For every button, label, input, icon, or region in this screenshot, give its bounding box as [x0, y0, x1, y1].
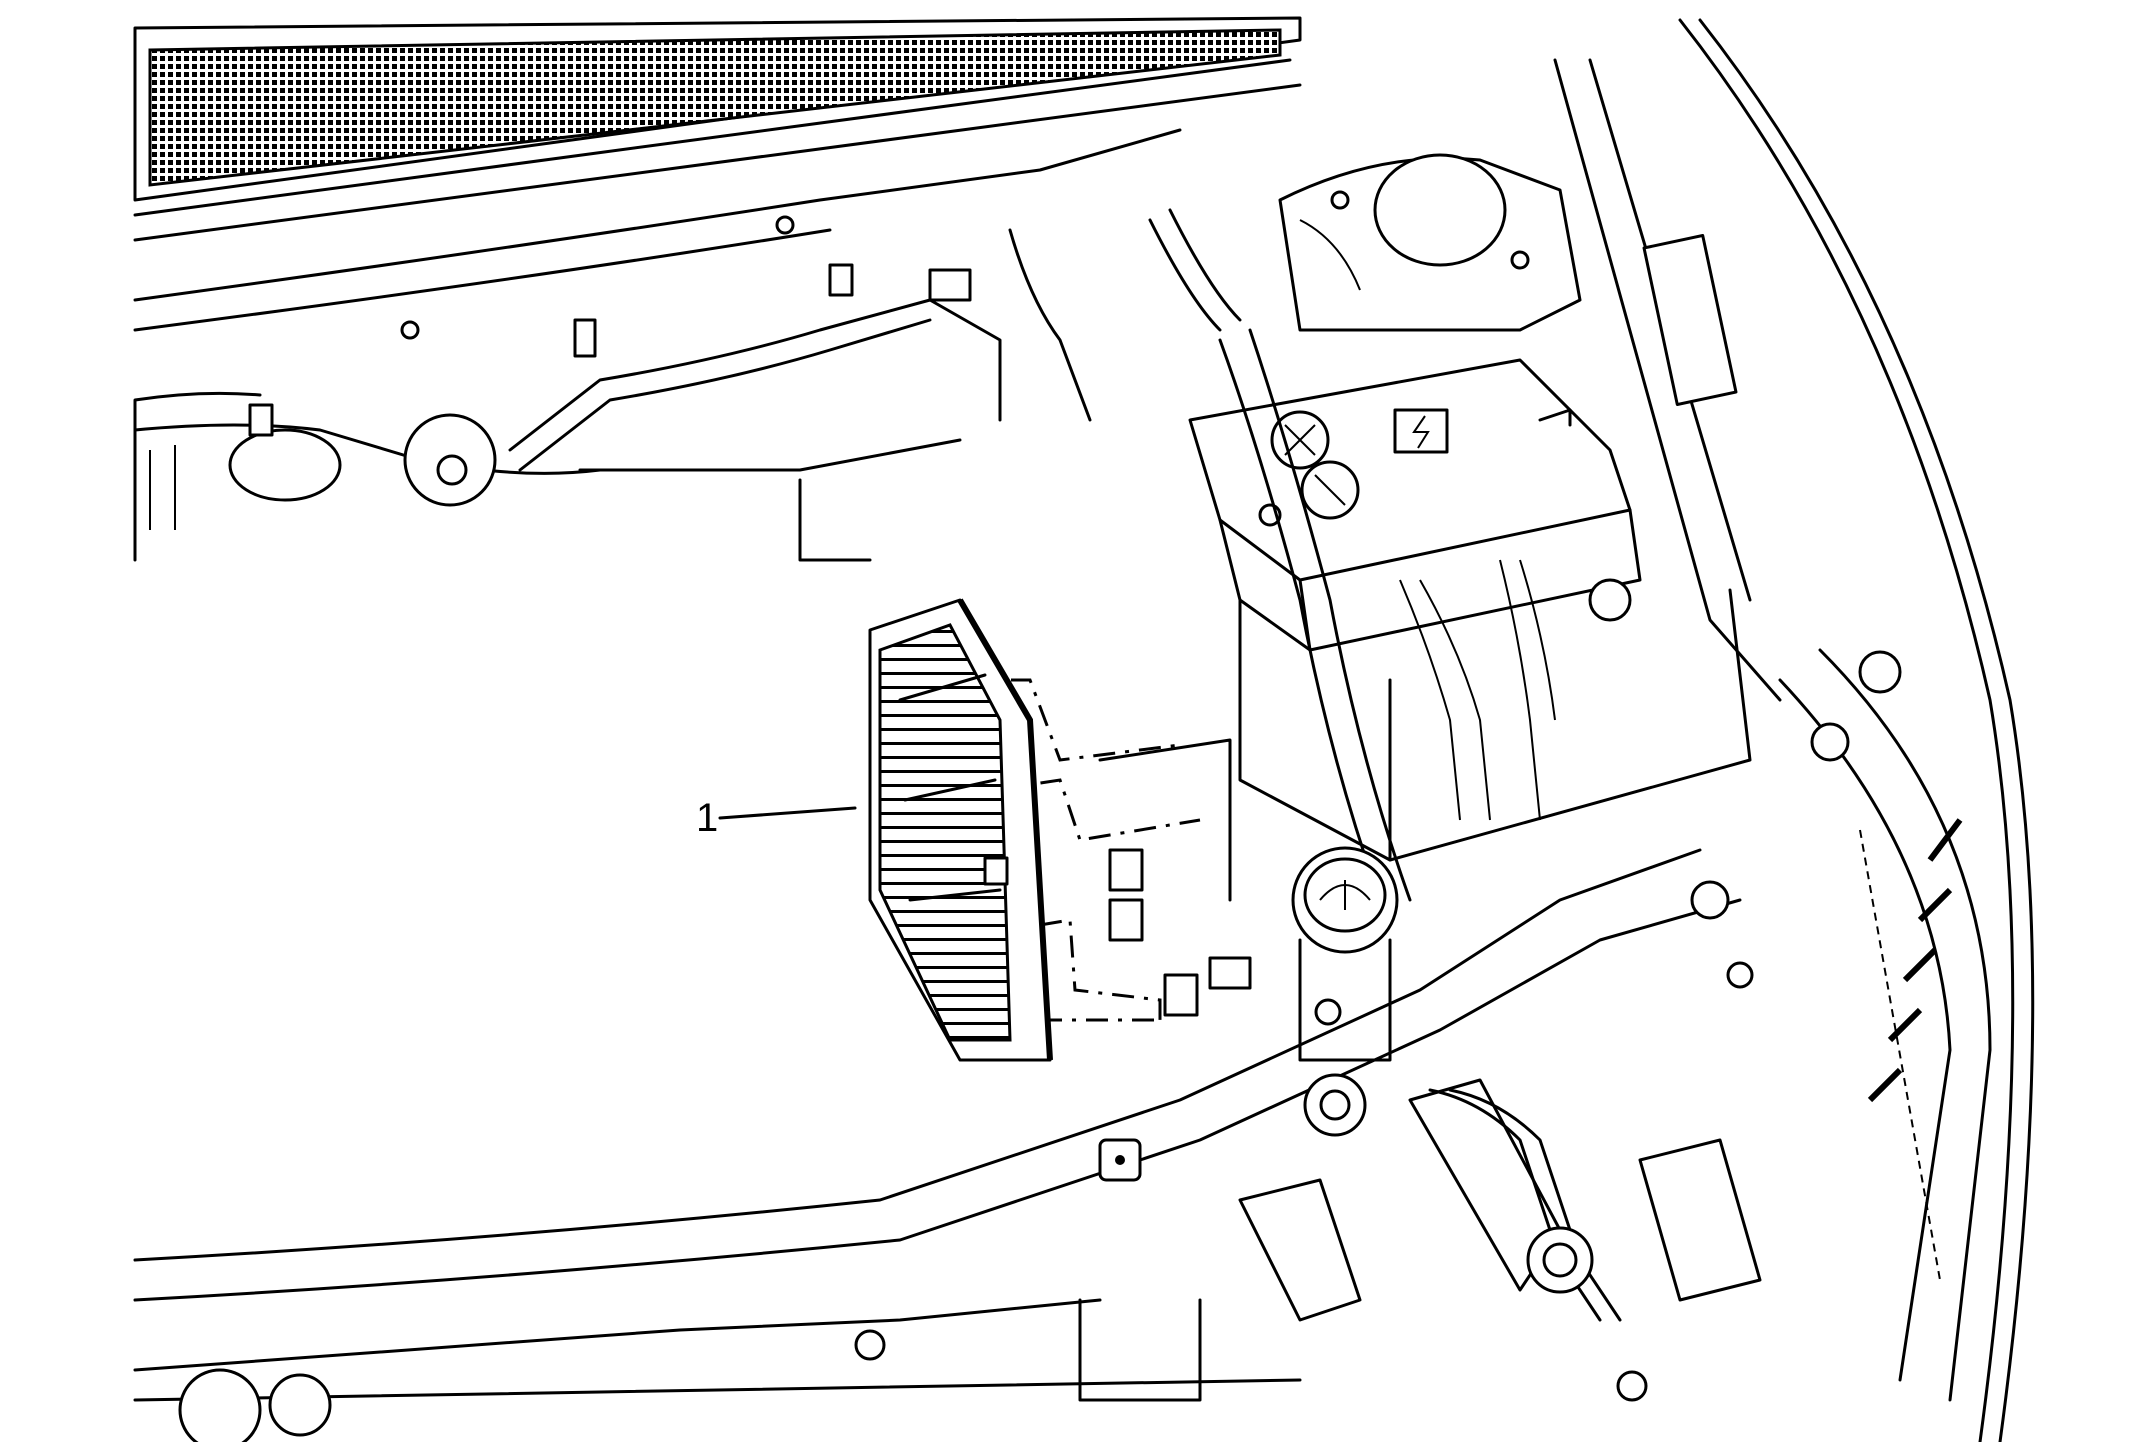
- wiring-harness: [248, 208, 1242, 562]
- radiator-support: [133, 848, 1762, 1447]
- harness-connector: [928, 268, 972, 302]
- ecm-position-lines: [965, 678, 1252, 1022]
- strut-mount-left: [228, 428, 342, 502]
- fuse-block: [1188, 358, 1752, 862]
- cowl-panel: [133, 128, 1182, 562]
- cowl-grille: [133, 16, 1302, 242]
- strut-tower-right: [1278, 153, 1582, 332]
- washer-reservoir-cap: [1291, 846, 1399, 1062]
- bumper-text-marks: [1867, 818, 1963, 1103]
- fender-right: [1553, 18, 2035, 1444]
- engine-control-module: [868, 598, 1053, 1062]
- coolant-hose: [1218, 328, 1412, 902]
- callout-leader-1: [718, 806, 857, 820]
- callout-label-1: 1: [696, 796, 719, 840]
